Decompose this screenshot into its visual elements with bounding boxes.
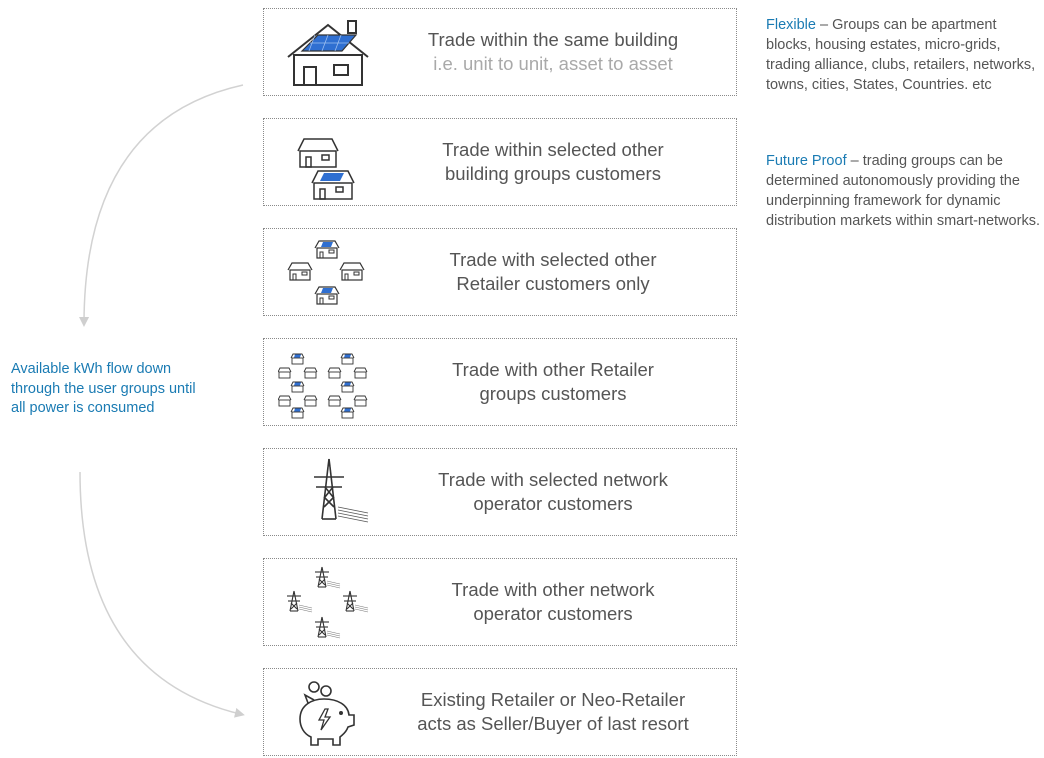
tier-text: Trade with other Retailer groups custome… [376,339,730,425]
tier-subtitle: i.e. unit to unit, asset to asset [433,53,673,74]
two-houses-icon [278,123,378,203]
tier-last-resort: Existing Retailer or Neo-Retailer acts a… [263,668,737,756]
tier-building-groups: Trade within selected other building gro… [263,118,737,206]
tier-title: Trade with other network [451,579,655,600]
tier-subtitle: operator customers [473,493,633,514]
tier-text: Trade within the same building i.e. unit… [376,9,730,95]
tier-subtitle: groups customers [479,383,627,404]
tier-subtitle: acts as Seller/Buyer of last resort [417,713,689,734]
tier-title: Existing Retailer or Neo-Retailer [420,689,686,710]
future-proof-heading: Future Proof [766,153,847,169]
tier-title: Trade with selected other [449,249,657,270]
flexible-note: Flexible – Groups can be apartment block… [766,15,1038,95]
tier-selected-retailer: Trade with selected other Retailer custo… [263,228,737,316]
tier-subtitle: building groups customers [445,163,661,184]
tier-title: Trade with other Retailer [452,359,654,380]
lower-flow-arrow [79,471,245,718]
tier-subtitle: Retailer customers only [456,273,650,294]
tier-title: Trade within selected other [442,139,664,160]
flow-label: Available kWh flow down through the user… [11,361,196,416]
tier-other-retailer: Trade with other Retailer groups custome… [263,338,737,426]
house-solar-icon [278,13,378,93]
tier-text: Trade with selected network operator cus… [376,449,730,535]
tier-same-building: Trade within the same building i.e. unit… [263,8,737,96]
four-houses-icon [278,233,378,313]
flexible-heading: Flexible [766,17,816,33]
piggy-bank-icon [278,673,378,753]
transmission-tower-icon [278,453,378,533]
upper-flow-arrow [79,84,244,327]
tier-title: Trade with selected network [438,469,668,490]
tier-text: Trade within selected other building gro… [376,119,730,205]
tier-other-network: Trade with other network operator custom… [263,558,737,646]
flexible-text: – Groups can be apartment blocks, housin… [766,17,1036,93]
tier-text: Existing Retailer or Neo-Retailer acts a… [376,669,730,755]
tier-text: Trade with other network operator custom… [376,559,730,645]
tier-selected-network: Trade with selected network operator cus… [263,448,737,536]
many-houses-icon [277,343,378,423]
tier-text: Trade with selected other Retailer custo… [376,229,730,315]
tier-title: Trade within the same building [427,29,679,50]
tier-subtitle: operator customers [473,603,633,624]
four-towers-icon [278,563,378,643]
future-proof-text: – trading groups can be determined auton… [766,153,1040,229]
future-proof-note: Future Proof – trading groups can be det… [766,151,1044,231]
